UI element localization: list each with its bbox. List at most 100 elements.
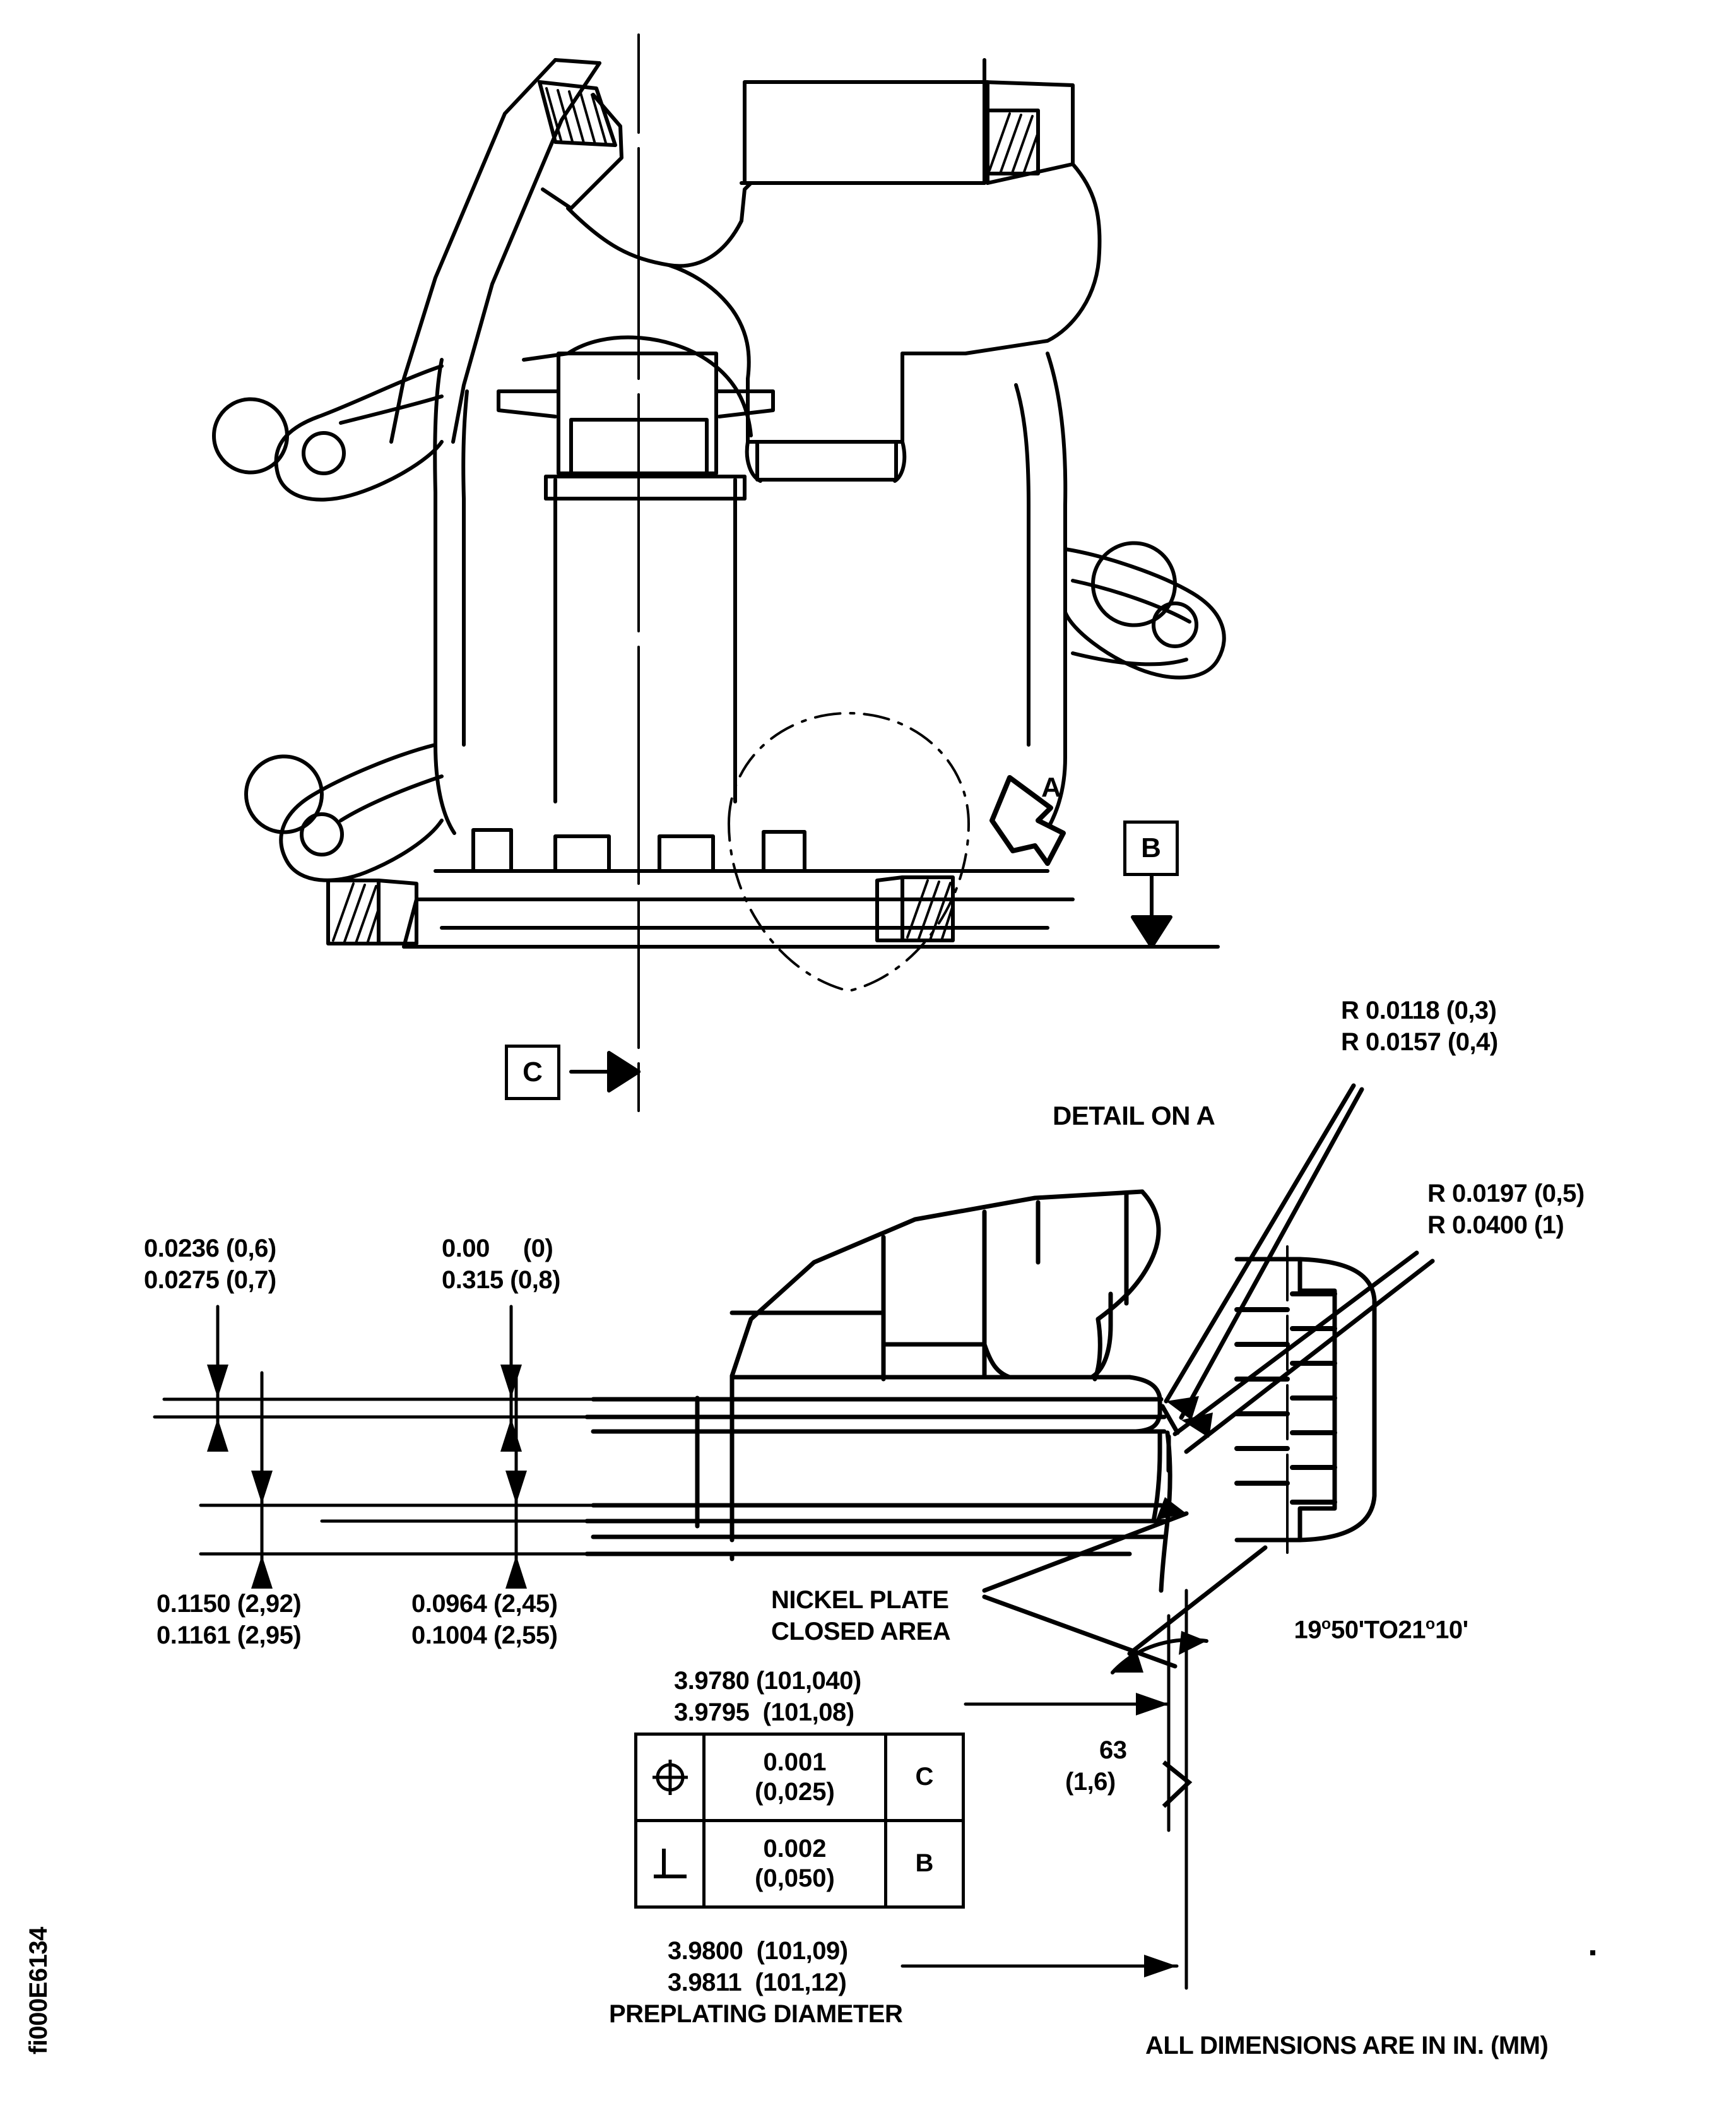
- detail-body-top-profile: [729, 1189, 1145, 1378]
- angle-degree-symbol-2: o: [1425, 1616, 1436, 1633]
- lug-upper-left-hole: [302, 431, 346, 475]
- dimension-top-left-2: 0.0275 (0,7): [144, 1266, 276, 1294]
- detail-lower-edge: [1151, 1449, 1162, 1524]
- dim-arrows: [207, 1365, 527, 1589]
- scroll-inner-curve: [667, 263, 751, 381]
- datum-c-box: C: [505, 1045, 560, 1100]
- perpendicularity-symbol-icon: [653, 1849, 687, 1878]
- detail-inner-neck: [1092, 1317, 1102, 1382]
- dim-diameter-upper-arrow: [1136, 1693, 1169, 1715]
- lug-lower-left-rib: [339, 774, 444, 822]
- datum-c-triangle: [607, 1051, 641, 1093]
- surface-finish-check-icon: [1162, 1760, 1193, 1808]
- detail-corner-upper: [1127, 1375, 1162, 1401]
- leader-arrow-1: [1166, 1396, 1199, 1420]
- angled-port-hatch-lines: [545, 87, 608, 146]
- dimension-bottom-left-2: 0.1161 (2,95): [156, 1621, 302, 1649]
- figure-id: fi000E6134: [25, 1927, 52, 2054]
- hub-block: [746, 352, 904, 444]
- preplating-line2: 3.9811 (101,12): [668, 1969, 847, 1996]
- gdt-tol-perp-line2: (0,050): [755, 1864, 835, 1892]
- chamfer-face-1: [1160, 1404, 1180, 1435]
- angled-port-outer: [389, 58, 557, 444]
- gdt-tol-pos-line2: (0,025): [755, 1778, 835, 1806]
- housing-left-wall-inner: [461, 389, 469, 747]
- radius-callout-upper-2: R 0.0157 (0,4): [1341, 1028, 1498, 1056]
- leader-nickel-arrow-1: [1156, 1497, 1186, 1520]
- scroll-lower-curve: [566, 335, 753, 437]
- angled-port-flange: [541, 93, 623, 210]
- detail-view-title: DETAIL ON A: [1053, 1101, 1215, 1130]
- lug-lower-left-hole-outer: [244, 754, 324, 834]
- gdt-datum-perpendicularity: B: [915, 1849, 934, 1878]
- gdt-tolerance-perpendicularity: 0.002 (0,050): [706, 1822, 887, 1905]
- lug-upper-left-hole-outer: [212, 397, 289, 475]
- footer-note: ALL DIMENSIONS ARE IN IN. (MM): [1145, 2032, 1549, 2059]
- bottom-right-thread-outline: [900, 875, 955, 942]
- angle-value-1: 19: [1294, 1616, 1321, 1644]
- datum-a-label: A: [1041, 772, 1061, 803]
- hub-fillet-right: [893, 440, 907, 483]
- top-right-thread-outline: [983, 109, 1040, 175]
- bottom-left-thread-seat: [377, 879, 418, 945]
- gdt-tol-pos-line1: 0.001: [763, 1748, 827, 1776]
- upper-right-boss-body: [743, 80, 989, 185]
- leader-nickel-1: [982, 1511, 1189, 1593]
- bottom-right-thread-seat: [875, 875, 904, 942]
- angle-arrow-left: [1113, 1649, 1143, 1673]
- gdt-row-position: 0.001 (0,025) C: [637, 1736, 962, 1822]
- angled-port-hatch-outline: [538, 80, 617, 147]
- datum-b-box: B: [1123, 821, 1179, 876]
- lug-lower-left-outline: [279, 743, 444, 882]
- housing-right-wall: [1039, 352, 1068, 841]
- hub-block-lower: [755, 440, 898, 482]
- nickel-plate-note-line2: CLOSED AREA: [771, 1618, 951, 1645]
- housing-right-wall-inner: [1014, 383, 1030, 747]
- dimension-top-left-1: 0.0236 (0,6): [144, 1235, 276, 1262]
- position-symbol: [637, 1736, 706, 1819]
- perpendicularity-symbol: [637, 1822, 706, 1905]
- lug-right-hole: [1152, 601, 1198, 648]
- angle-to: TO: [1364, 1616, 1398, 1644]
- gdt-datum-position: C: [915, 1763, 934, 1791]
- datum-b-label: B: [1141, 832, 1161, 863]
- angle-arrow-right: [1179, 1631, 1207, 1655]
- leader-r-upper-2: [1179, 1087, 1364, 1420]
- lug-lower-left-hole: [300, 812, 344, 856]
- radius-callout-lower-1: R 0.0197 (0,5): [1427, 1180, 1585, 1207]
- hub-fillet-left: [745, 440, 762, 483]
- scan-artifact-dot: [1590, 1950, 1595, 1955]
- angle-minutes-1: 50': [1331, 1616, 1364, 1644]
- gdt-tolerance-position: 0.001 (0,025): [706, 1736, 887, 1819]
- angle-callout: 19o50'TO21o10': [1267, 1585, 1468, 1675]
- gdt-tol-perp-line1: 0.002: [763, 1834, 827, 1863]
- cap-block: [557, 352, 718, 475]
- angle-minutes-2: 10': [1435, 1616, 1468, 1644]
- base-notch-4: [762, 830, 806, 873]
- dimension-bottom-left-1: 0.1150 (2,92): [156, 1590, 302, 1618]
- dimension-bottom-mid-1: 0.0964 (2,45): [411, 1590, 558, 1618]
- base-notch-1: [471, 828, 513, 873]
- cap-shoulder-left: [497, 389, 560, 418]
- dimension-top-mid-1: 0.00 (0): [442, 1235, 553, 1262]
- chamfer-leader: [1127, 1545, 1268, 1656]
- view-arrow-a: [989, 775, 1066, 866]
- detail-lower-step: [1133, 1429, 1162, 1454]
- leader-arrow-2: [1181, 1413, 1213, 1438]
- preplating-diameter-label: PREPLATING DIAMETER: [609, 2000, 903, 2028]
- housing-left-wall: [433, 358, 456, 835]
- cap-step: [569, 418, 709, 478]
- datum-c-label: C: [523, 1057, 543, 1087]
- leader-nickel-2: [982, 1594, 1178, 1669]
- detail-body-right-curve: [1095, 1189, 1161, 1322]
- position-symbol-icon: [652, 1760, 688, 1795]
- angle-value-2: 21: [1398, 1616, 1426, 1644]
- thread-boss-right-outer: [1297, 1257, 1377, 1543]
- dimension-bottom-mid-2: 0.1004 (2,55): [411, 1621, 558, 1649]
- feature-control-frame: 0.001 (0,025) C 0.002 (0,050) B: [634, 1733, 965, 1909]
- base-notch-3: [658, 834, 715, 873]
- leader-r-upper-1: [1164, 1083, 1356, 1404]
- base-flange-left-cap: [402, 898, 418, 949]
